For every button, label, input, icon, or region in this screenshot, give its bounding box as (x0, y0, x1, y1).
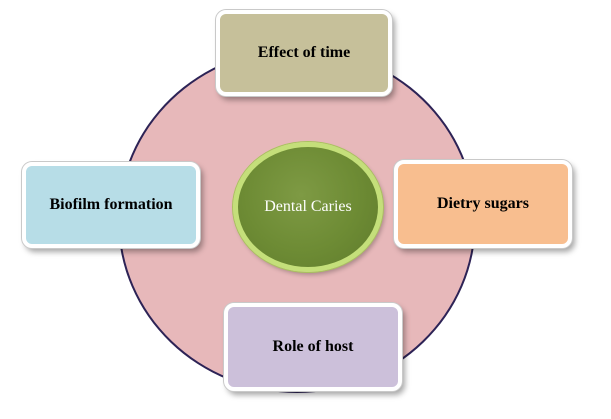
node-biofilm-formation: Biofilm formation (22, 162, 200, 248)
node-label-top: Effect of time (257, 44, 351, 61)
center-circle: Dental Caries (233, 142, 383, 272)
center-label: Dental Caries (264, 198, 352, 215)
node-dietry-sugars: Dietry sugars (394, 160, 572, 248)
node-label-bottom: Role of host (272, 338, 354, 355)
node-role-of-host: Role of host (224, 303, 402, 391)
node-label-right: Dietry sugars (437, 195, 529, 212)
node-label-left: Biofilm formation (49, 196, 173, 213)
node-effect-of-time: Effect of time (216, 10, 392, 96)
